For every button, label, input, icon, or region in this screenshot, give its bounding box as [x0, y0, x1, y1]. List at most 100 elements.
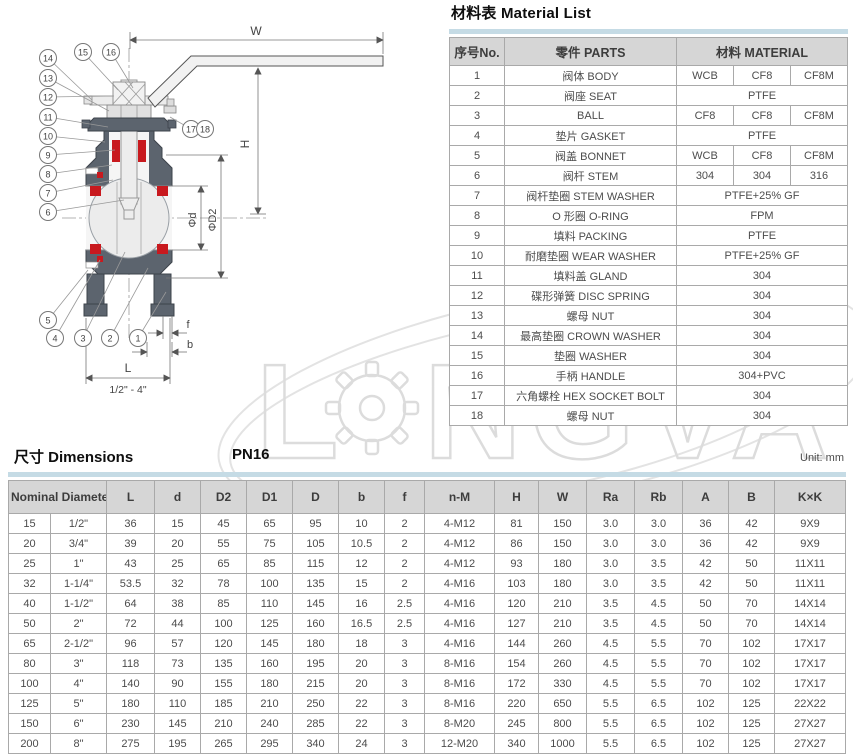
dimension-value: 210	[538, 613, 587, 634]
material-no: 8	[449, 205, 505, 226]
dimension-value: 14X14	[774, 613, 846, 634]
material-no: 17	[449, 385, 505, 406]
dimension-value: 95	[292, 513, 339, 534]
dimension-value: 160	[246, 653, 293, 674]
material-value: CF8	[733, 145, 791, 166]
material-part: 碟形弹簧 DISC SPRING	[504, 285, 677, 306]
dimension-value: 25	[8, 553, 51, 574]
svg-text:2: 2	[107, 334, 112, 344]
dims-col-big-b: B	[728, 480, 775, 514]
dimension-value: 20	[338, 653, 385, 674]
material-value: PTFE+25% GF	[676, 185, 848, 206]
dimension-value: 210	[538, 593, 587, 614]
dimension-value: 22	[338, 713, 385, 734]
dimension-value: 3.0	[586, 573, 635, 594]
material-value: PTFE	[676, 225, 848, 246]
svg-text:3: 3	[80, 334, 85, 344]
dimension-value: 50	[682, 593, 729, 614]
dimension-value: 650	[538, 693, 587, 714]
dimension-value: 3.5	[586, 593, 635, 614]
dimension-value: 40	[8, 593, 51, 614]
material-value: CF8	[733, 65, 791, 86]
dimension-value: 285	[292, 713, 339, 734]
dimension-value: 2	[384, 553, 425, 574]
material-value: 304	[676, 305, 848, 326]
dimension-value: 32	[154, 573, 201, 594]
dimension-value: 12	[338, 553, 385, 574]
dimension-value: 4.5	[586, 653, 635, 674]
dims-col-b: b	[338, 480, 385, 514]
material-part: 垫片 GASKET	[504, 125, 677, 146]
dimension-value: 10	[338, 513, 385, 534]
svg-text:11: 11	[43, 113, 52, 123]
svg-text:16: 16	[106, 48, 116, 58]
dimension-value: 210	[200, 713, 247, 734]
dimension-value: 102	[728, 633, 775, 654]
material-part: 耐磨垫圈 WEAR WASHER	[504, 245, 677, 266]
dimension-value: 36	[106, 513, 155, 534]
dimension-value: 17X17	[774, 653, 846, 674]
material-col-material: 材料 MATERIAL	[676, 37, 848, 66]
dimension-value: 65	[8, 633, 51, 654]
dimension-value: 145	[154, 713, 201, 734]
dimension-value: 103	[494, 573, 539, 594]
material-no: 6	[449, 165, 505, 186]
dimension-value: 102	[728, 673, 775, 694]
dimension-value: 105	[292, 533, 339, 554]
material-value: WCB	[676, 145, 734, 166]
dimension-value: 340	[292, 733, 339, 754]
svg-text:15: 15	[78, 48, 88, 58]
dimension-value: 3	[384, 693, 425, 714]
callout-14: 14	[39, 49, 93, 101]
dimension-value: 155	[200, 673, 247, 694]
dimension-value: 125	[728, 713, 775, 734]
dimension-value: 2	[384, 573, 425, 594]
dimension-value: 65	[246, 513, 293, 534]
dimension-value: 3	[384, 673, 425, 694]
dimension-value: 2	[384, 533, 425, 554]
material-no: 9	[449, 225, 505, 246]
material-value: WCB	[676, 65, 734, 86]
dimension-value: 220	[494, 693, 539, 714]
material-part: 六角螺栓 HEX SOCKET BOLT	[504, 385, 677, 406]
dimension-value: 8-M16	[424, 673, 495, 694]
dimension-value: 180	[538, 573, 587, 594]
dimension-value: 4-M12	[424, 533, 495, 554]
dimension-value: 38	[154, 593, 201, 614]
pressure-rating: PN16	[232, 446, 270, 463]
dimension-value: 4.5	[586, 673, 635, 694]
dimension-value: 4-M16	[424, 633, 495, 654]
dimension-value: 140	[106, 673, 155, 694]
dimension-value: 4-M16	[424, 593, 495, 614]
dimension-value: 16.5	[338, 613, 385, 634]
dimension-value: 3.0	[586, 513, 635, 534]
dimension-value: 3	[384, 713, 425, 734]
material-value: CF8M	[790, 105, 848, 126]
dimension-value: 20	[8, 533, 51, 554]
svg-text:18: 18	[200, 125, 210, 135]
material-value: 304	[676, 345, 848, 366]
dims-col-d2: D2	[200, 480, 247, 514]
material-no: 12	[449, 285, 505, 306]
dimension-value: 73	[154, 653, 201, 674]
dimension-value: 8"	[50, 733, 107, 754]
callout-10: 10	[39, 127, 106, 145]
dimension-value: 4.5	[634, 593, 683, 614]
dimension-value: 32	[8, 573, 51, 594]
dimension-value: 100	[246, 573, 293, 594]
dim-label-phi-d: Φd	[187, 213, 199, 228]
dimension-value: 25	[154, 553, 201, 574]
gasket-groove	[85, 167, 99, 175]
dims-col-kxk: K×K	[774, 480, 846, 514]
dimension-value: 250	[292, 693, 339, 714]
material-value: CF8M	[790, 145, 848, 166]
